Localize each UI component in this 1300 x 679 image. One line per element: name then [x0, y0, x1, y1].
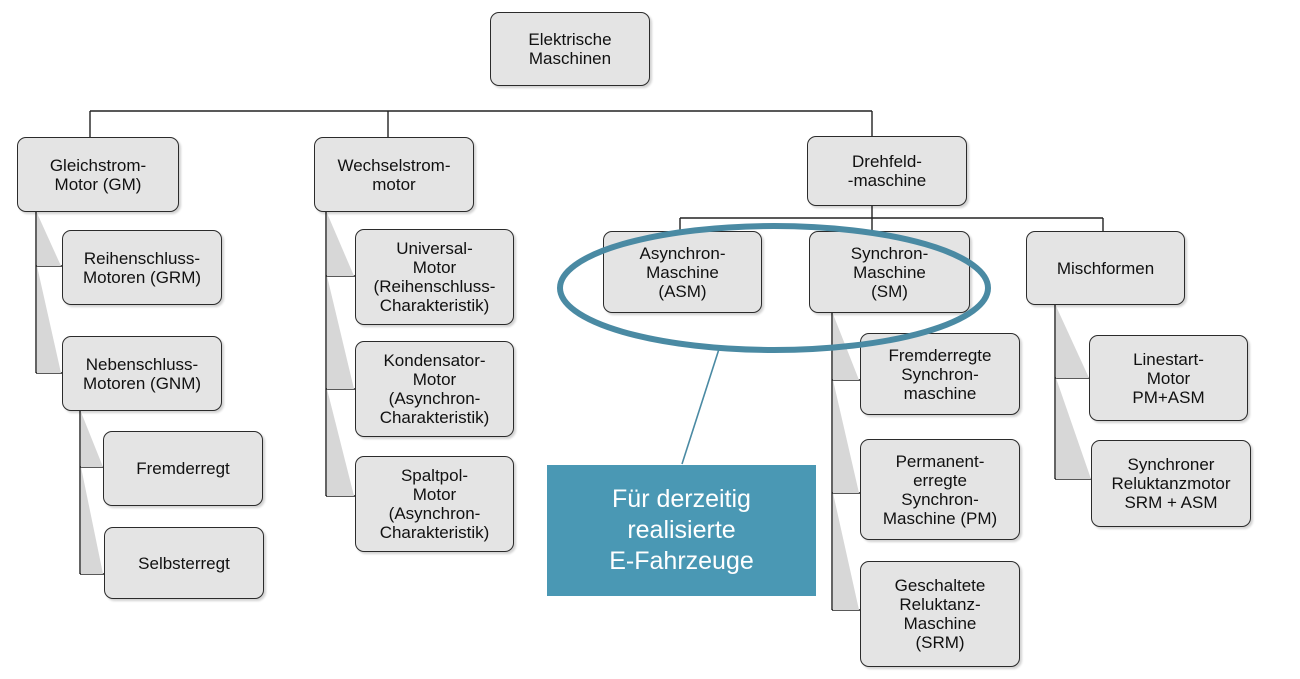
node-kondensator-motor: Kondensator- Motor (Asynchron- Charakter…	[355, 341, 514, 437]
node-spaltpol-motor: Spaltpol- Motor (Asynchron- Charakterist…	[355, 456, 514, 552]
node-selbsterregt: Selbsterregt	[104, 527, 264, 599]
callout-box: Für derzeitig realisierte E-Fahrzeuge	[547, 465, 816, 596]
node-reihenschluss-motoren: Reihenschluss- Motoren (GRM)	[62, 230, 222, 305]
node-fremderregt: Fremderregt	[103, 431, 263, 506]
node-mischformen: Mischformen	[1026, 231, 1185, 305]
node-universal-motor: Universal- Motor (Reihenschluss- Charakt…	[355, 229, 514, 325]
root-node-elektrische-maschinen: Elektrische Maschinen	[490, 12, 650, 86]
node-fremderregte-synchronmaschine: Fremderregte Synchron- maschine	[860, 333, 1020, 415]
node-wechselstrommotor: Wechselstrom- motor	[314, 137, 474, 212]
node-gleichstrom-motor: Gleichstrom- Motor (GM)	[17, 137, 179, 212]
node-linestart-motor: Linestart- Motor PM+ASM	[1089, 335, 1248, 421]
node-nebenschluss-motoren: Nebenschluss- Motoren (GNM)	[62, 336, 222, 411]
node-asynchron-maschine: Asynchron- Maschine (ASM)	[603, 231, 762, 313]
node-synchroner-reluktanzmotor: Synchroner Reluktanzmotor SRM + ASM	[1091, 440, 1251, 527]
node-synchron-maschine: Synchron- Maschine (SM)	[809, 231, 970, 313]
node-drehfeldmaschine: Drehfeld- -maschine	[807, 136, 967, 206]
node-geschaltete-reluktanzmaschine: Geschaltete Reluktanz- Maschine (SRM)	[860, 561, 1020, 667]
node-permanenterregte-synchronmaschine: Permanent- erregte Synchron- Maschine (P…	[860, 439, 1020, 540]
